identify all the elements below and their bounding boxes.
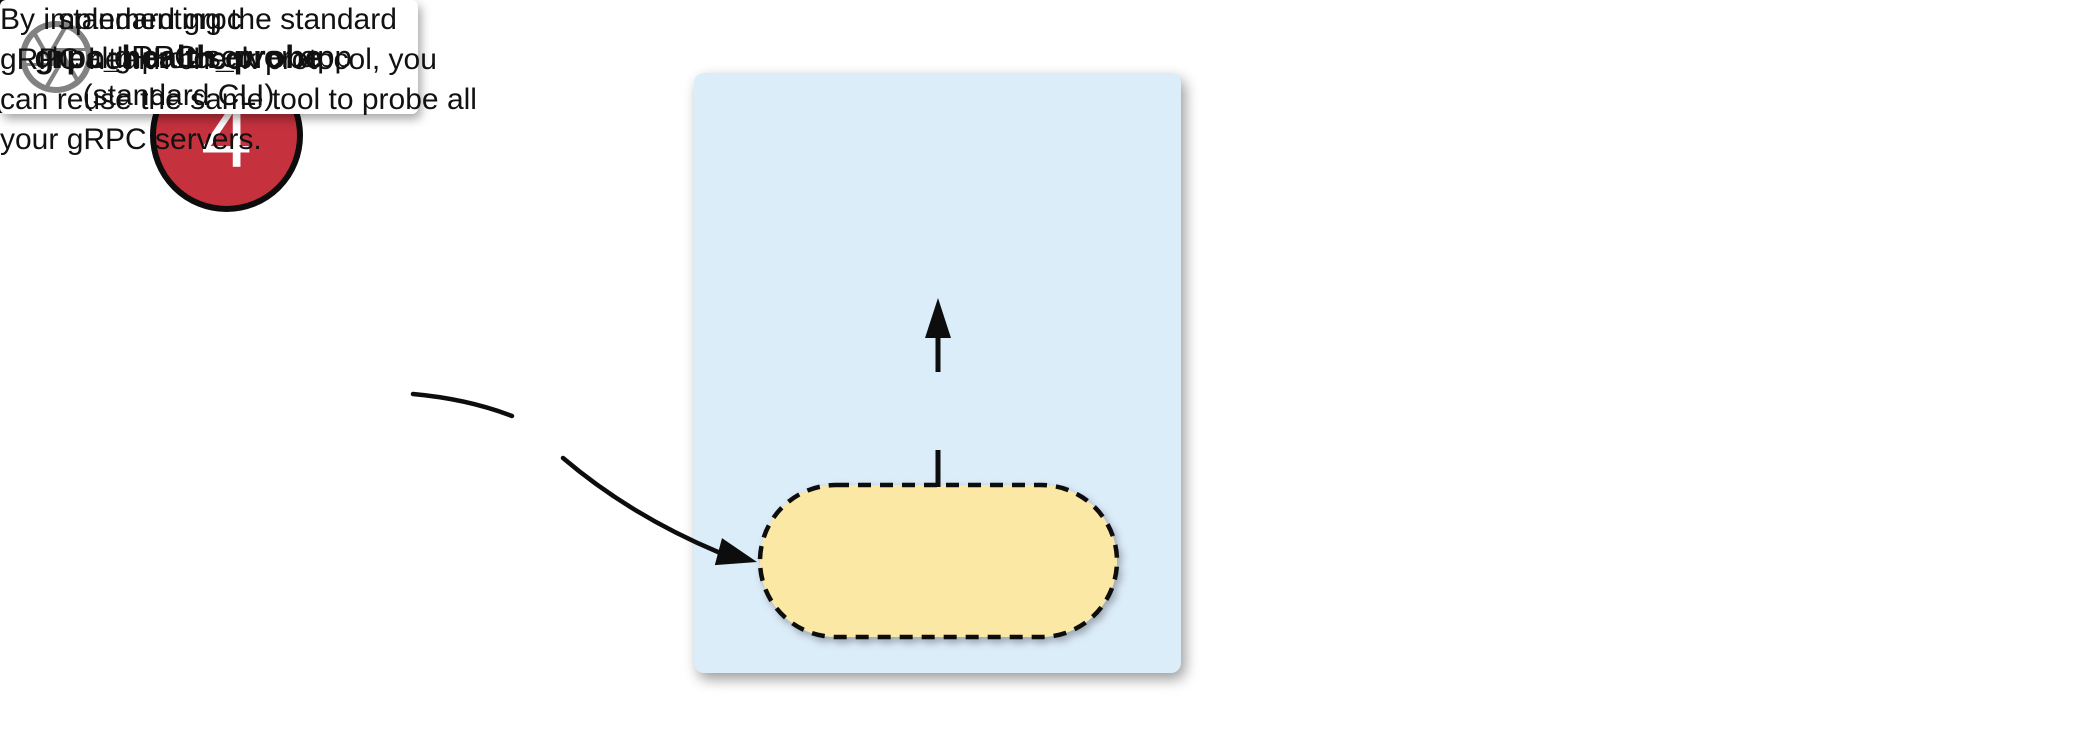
health-protocol-label: standard grpc health protocol xyxy=(0,0,300,78)
health-protocol-label-line2: health protocol xyxy=(51,42,249,75)
grpc-server-label: gRPC server app xyxy=(114,39,352,74)
exec-probe-arrow-segment-1 xyxy=(410,391,515,419)
camera-shutter-icon xyxy=(20,21,92,93)
probe-subtitle: (standard CLI) xyxy=(82,79,275,112)
annotation-text: By implementing the standard gRPC health… xyxy=(0,0,477,160)
health-protocol-label-line1: standard grpc xyxy=(58,3,242,36)
annotation-line: gRPC health check protocol, you xyxy=(0,43,437,76)
probe-title: grpc_health_probe xyxy=(34,39,323,75)
annotation-line: can reuse the same tool to probe all xyxy=(0,83,477,116)
container-box xyxy=(694,73,1181,673)
grpc-server-box: gRPC server app xyxy=(0,0,418,114)
annotation-line: By implementing the standard xyxy=(0,3,397,36)
grpc-health-probe-pill-text: grpc_health_probe (standard CLI) xyxy=(0,0,357,152)
annotation-line: your gRPC servers. xyxy=(0,123,262,156)
